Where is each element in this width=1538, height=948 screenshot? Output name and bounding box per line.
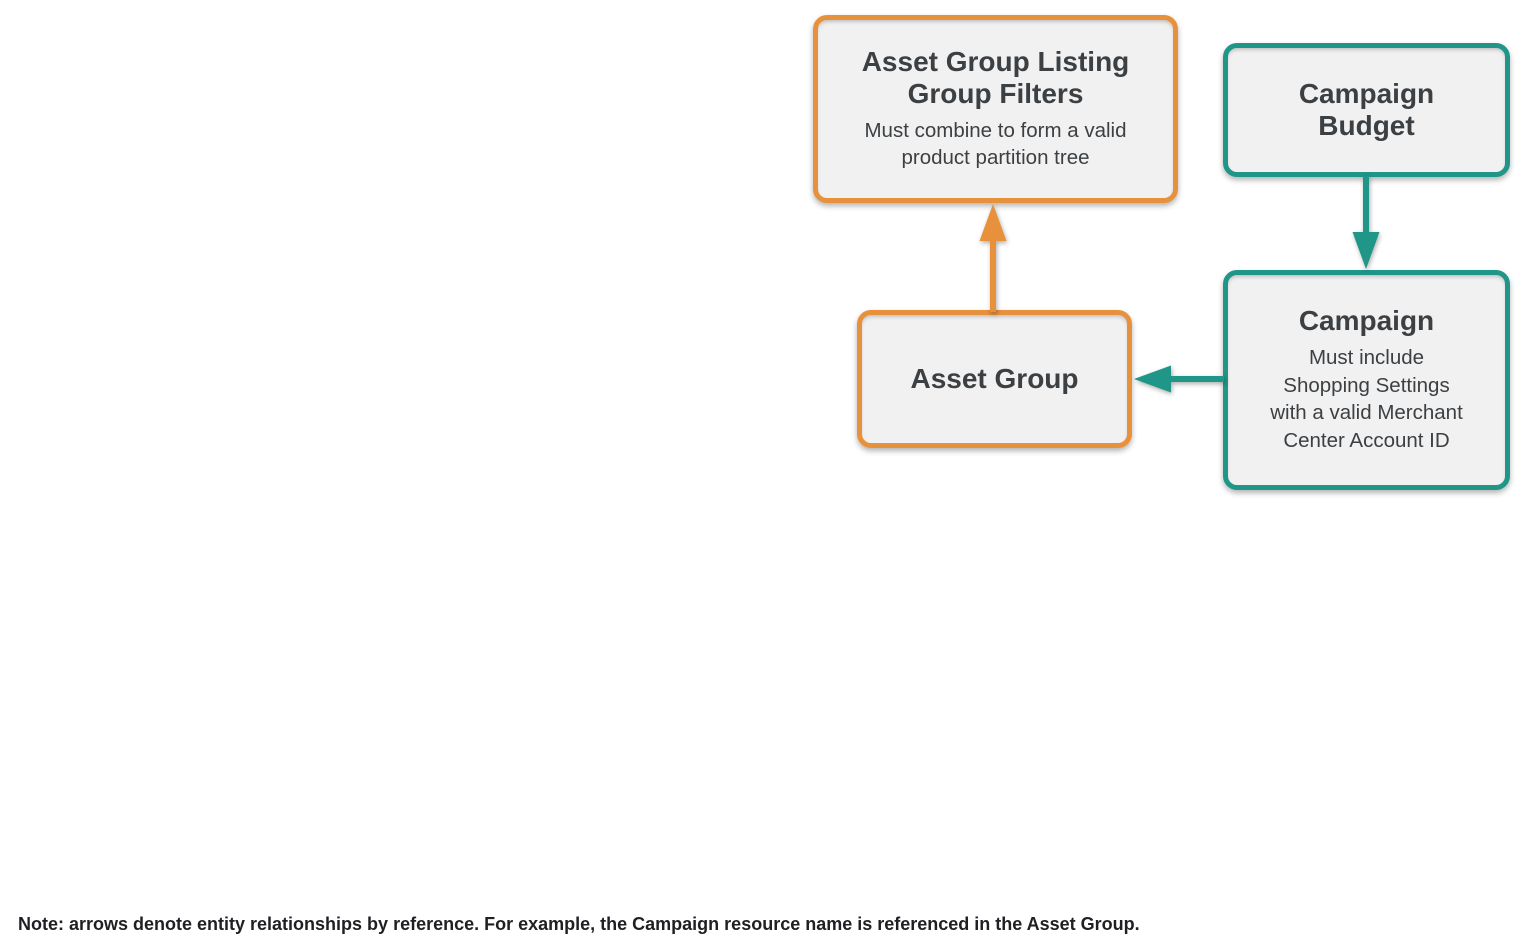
node-title: Campaign <box>1298 305 1435 337</box>
node-title: Asset Group <box>910 362 1079 394</box>
node-campaign-budget: Campaign Budget <box>1223 43 1510 177</box>
node-asset-group: Asset Group <box>857 310 1132 448</box>
node-campaign: Campaign Must include Shopping Settings … <box>1223 270 1510 490</box>
arrow-asset-group-to-listing-filters-icon <box>979 204 1007 312</box>
node-subtitle: Must include Shopping Settings with a va… <box>1270 345 1463 452</box>
node-asset-group-listing-group-filters: Asset Group Listing Group Filters Must c… <box>813 15 1178 203</box>
node-subtitle: Must combine to form a valid product par… <box>864 118 1127 170</box>
node-title: Asset Group Listing Group Filters <box>861 45 1130 110</box>
arrow-campaign-budget-to-campaign-icon <box>1352 176 1380 269</box>
arrow-campaign-to-asset-group-icon <box>1134 365 1224 393</box>
node-title: Campaign Budget <box>1298 77 1435 141</box>
footnote: Note: arrows denote entity relationships… <box>18 914 1140 934</box>
